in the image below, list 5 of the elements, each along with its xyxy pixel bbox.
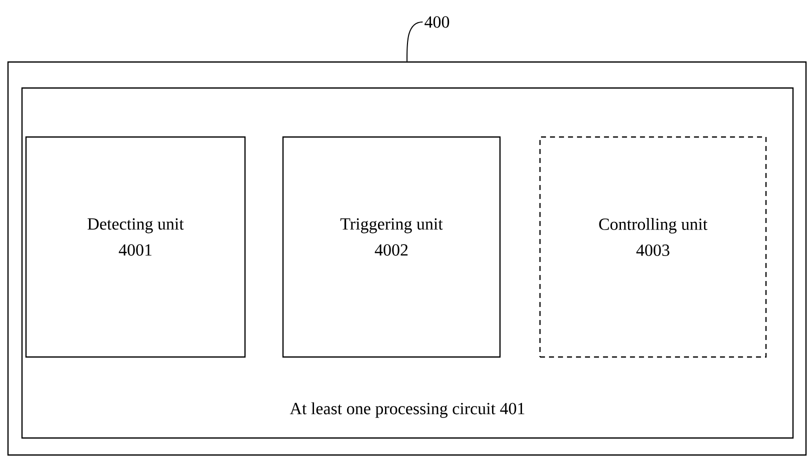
- unit-box: Detecting unit 4001: [25, 136, 246, 358]
- reference-number: 400: [424, 16, 450, 28]
- unit-box: Controlling unit 4003: [539, 136, 767, 358]
- unit-box: Triggering unit 4002: [282, 136, 501, 358]
- leader-line: [406, 22, 424, 62]
